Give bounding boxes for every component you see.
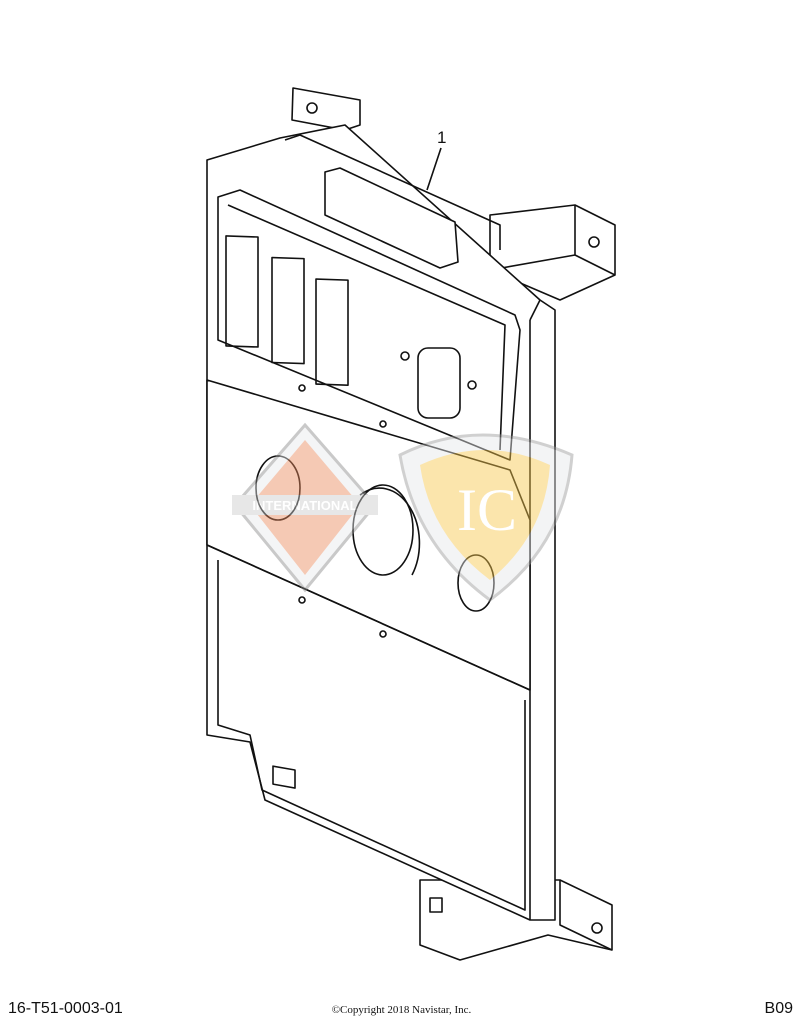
callout-label: 1: [437, 128, 446, 147]
top-left-bracket: [291, 87, 361, 131]
page-code: B09: [764, 1000, 793, 1017]
switch-panel-body: [206, 124, 556, 921]
logo-text: INTERNATIONAL: [252, 498, 357, 513]
part-code: 16-T51-0003-01: [8, 1000, 123, 1017]
mounting-hole: [588, 236, 600, 248]
copyright: ©Copyright 2018 Navistar, Inc.: [331, 1004, 472, 1016]
mounting-hole: [591, 922, 603, 934]
callout-1: 1: [426, 128, 446, 191]
bottom-bracket: [419, 879, 613, 961]
international-logo-watermark: INTERNATIONAL: [232, 422, 378, 593]
logo-text: IC: [457, 477, 517, 543]
mounting-hole: [306, 102, 318, 114]
ic-logo-watermark: IC: [398, 433, 574, 602]
